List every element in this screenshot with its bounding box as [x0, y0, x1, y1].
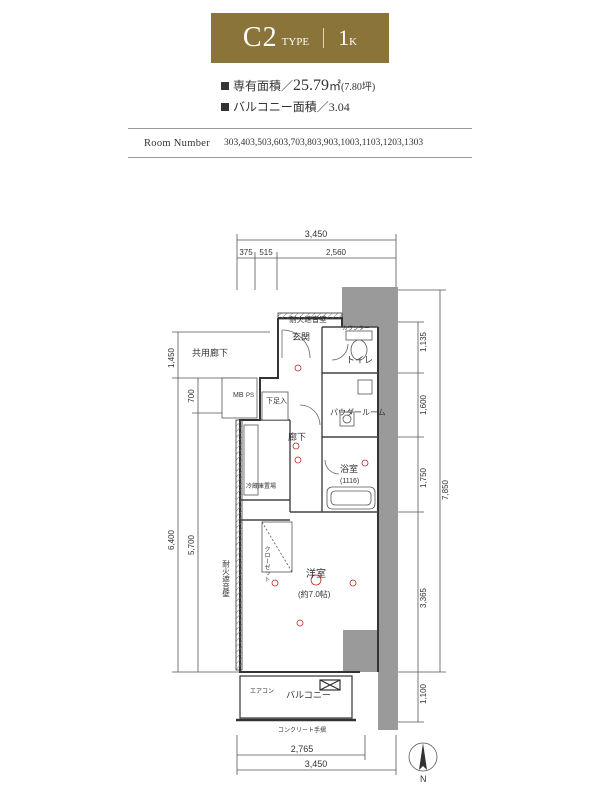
label-hallway: 廊下 — [288, 431, 306, 442]
dim-right-1: 1,135 — [419, 331, 428, 352]
north-arrow-icon — [408, 742, 438, 772]
layout-number: 1 — [338, 25, 350, 50]
doors — [281, 329, 349, 475]
layout-suffix: K — [349, 36, 358, 48]
area-info: 専有面積／25.79㎡(7.80坪) — [221, 77, 375, 95]
label-bathroom: 浴室 — [340, 463, 358, 474]
top-fire-wall — [277, 312, 343, 320]
dim-bottom-1: 2,765 — [291, 744, 314, 754]
room-number-bar: Room Number 303,403,503,603,703,803,903,… — [128, 128, 472, 158]
label-shoebox: 下足入 — [266, 397, 287, 405]
structural-column-lower — [343, 630, 381, 672]
dim-left-2: 700 — [187, 389, 196, 403]
dim-left-4: 5,700 — [187, 534, 196, 555]
header-divider — [323, 28, 325, 48]
label-fire-wall-side: 耐火遮音壁 — [221, 559, 230, 598]
label-aircon: エアコン — [250, 688, 274, 695]
label-counter: カウンター — [342, 324, 370, 332]
bullet-square — [221, 103, 229, 111]
dim-right-6: 1,100 — [419, 683, 428, 704]
dim-right-3: 1,750 — [419, 467, 428, 488]
label-concrete-rail: コンクリート手摺 — [278, 726, 326, 734]
label-mb: MB — [233, 392, 244, 399]
area-label: 専有面積／ — [233, 79, 294, 93]
dim-right-2: 1,600 — [419, 394, 428, 415]
label-toilet: トイレ — [346, 355, 373, 365]
dim-bottom-2: 3,450 — [305, 759, 328, 769]
room-number-label: Room Number — [144, 137, 211, 149]
balcony-label: バルコニー面積／ — [233, 100, 329, 114]
washbasin — [339, 379, 373, 427]
shoebox — [261, 391, 289, 421]
label-fire-wall-top: 耐火遮音壁 — [289, 314, 327, 324]
bullet-square — [221, 82, 229, 90]
room-number-list: 303,403,503,603,703,803,903,1003,1103,12… — [224, 138, 424, 148]
dim-top-a: 375 — [239, 248, 253, 257]
area-value: 25.79 — [293, 77, 330, 94]
top-dimensions — [236, 234, 397, 290]
dim-right-4: 3,365 — [419, 587, 428, 608]
balcony-value: 3.04 — [328, 100, 350, 114]
type-header: C 2 TYPE 1 K — [211, 13, 389, 63]
label-genkan: 玄関 — [292, 331, 310, 342]
balcony-area — [236, 675, 356, 722]
label-common-corridor: 共用廊下 — [192, 347, 228, 358]
area-unit: ㎡ — [329, 79, 342, 93]
balcony-info: バルコニー面積／3.04 — [221, 98, 350, 115]
dim-right-5: 7,850 — [441, 479, 450, 500]
label-balcony: バルコニー — [286, 690, 331, 700]
label-pipe: PS — [246, 393, 254, 399]
label-fridge: 冷蔵庫置場 — [246, 482, 276, 490]
label-powder-room: パウダールーム — [330, 407, 386, 417]
dim-top-c: 2,560 — [326, 248, 347, 257]
bottom-dimensions — [236, 735, 397, 775]
toilet-fixture — [345, 330, 373, 361]
dim-left-3: 6,400 — [167, 529, 176, 550]
label-north: N — [420, 774, 427, 784]
side-fire-wall — [235, 419, 243, 671]
label-room-size: (約7.0帖) — [298, 589, 331, 599]
light-fixtures — [271, 364, 369, 627]
area-tsubo: (7.80坪) — [341, 82, 376, 93]
right-dimensions — [395, 289, 446, 723]
dim-top-b: 515 — [259, 248, 273, 257]
label-bath-size: (1116) — [340, 478, 359, 485]
storage-unit — [243, 424, 259, 496]
type-letter: C — [242, 22, 263, 53]
label-western-room: 洋室 — [306, 567, 326, 580]
structural-wall-right — [378, 287, 398, 730]
type-word: TYPE — [281, 36, 310, 48]
label-closet: クローゼット — [263, 546, 270, 582]
bathtub — [326, 486, 376, 510]
mb-box — [221, 377, 258, 419]
type-number: 2 — [262, 22, 278, 53]
dim-top-total: 3,450 — [305, 229, 328, 239]
dim-left-1: 1,450 — [167, 347, 176, 368]
interior-walls — [240, 326, 378, 521]
closet — [261, 521, 293, 573]
